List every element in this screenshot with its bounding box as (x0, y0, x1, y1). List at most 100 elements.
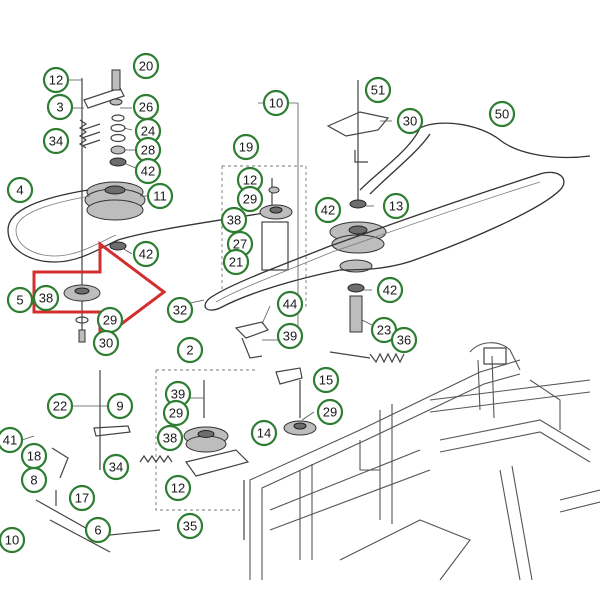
chassis-frame (249, 342, 600, 581)
svg-text:30: 30 (99, 336, 113, 351)
callout-12c: 12 (164, 474, 192, 502)
callout-44: 44 (276, 290, 304, 318)
left-belt (7, 189, 271, 263)
svg-text:42: 42 (139, 247, 153, 262)
svg-text:12: 12 (49, 73, 63, 88)
callout-8: 8 (20, 466, 48, 494)
svg-text:13: 13 (389, 199, 403, 214)
svg-text:21: 21 (229, 255, 243, 270)
callout-11: 11 (146, 182, 174, 210)
callout-26: 26 (132, 93, 160, 121)
svg-text:14: 14 (257, 426, 271, 441)
callout-39a: 39 (276, 322, 304, 350)
svg-text:6: 6 (94, 523, 101, 538)
center-pulley-assembly (326, 80, 390, 333)
svg-text:42: 42 (141, 164, 155, 179)
svg-text:20: 20 (139, 59, 153, 74)
svg-text:15: 15 (319, 373, 333, 388)
callout-3: 3 (46, 93, 74, 121)
callout-29d: 29 (316, 398, 344, 426)
svg-text:3: 3 (56, 100, 63, 115)
svg-text:38: 38 (163, 431, 177, 446)
svg-text:12: 12 (243, 173, 257, 188)
callout-42c: 42 (314, 196, 342, 224)
callout-29a: 29 (96, 306, 124, 334)
callout-41: 41 (0, 426, 24, 454)
svg-text:5: 5 (16, 293, 23, 308)
svg-text:24: 24 (141, 124, 155, 139)
callout-42d: 42 (376, 276, 404, 304)
svg-text:51: 51 (371, 83, 385, 98)
callout-39b: 39 (164, 380, 192, 408)
svg-text:39: 39 (171, 387, 185, 402)
red-arrow-indicator (32, 241, 167, 343)
svg-text:30: 30 (403, 114, 417, 129)
callout-19: 19 (232, 133, 260, 161)
svg-text:34: 34 (49, 134, 63, 149)
callout-42b: 42 (132, 240, 160, 268)
callout-12b: 12 (236, 166, 264, 194)
svg-text:17: 17 (75, 491, 89, 506)
callout-51: 51 (364, 76, 392, 104)
callout-22: 22 (46, 392, 74, 420)
spring-icon (78, 119, 88, 149)
callout-18: 18 (20, 442, 48, 470)
callout-6: 6 (84, 516, 112, 544)
callout-2: 2 (176, 336, 204, 364)
svg-text:32: 32 (173, 303, 187, 318)
svg-text:38: 38 (39, 291, 53, 306)
callout-38b: 38 (220, 206, 248, 234)
callout-21: 21 (222, 248, 250, 276)
svg-text:29: 29 (103, 313, 117, 328)
svg-text:34: 34 (109, 460, 123, 475)
callout-layer: 12 20 3 26 24 34 28 42 4 11 42 5 38 29 3… (0, 52, 516, 554)
svg-text:41: 41 (3, 433, 17, 448)
callout-5: 5 (6, 286, 34, 314)
svg-text:36: 36 (397, 333, 411, 348)
callout-36: 36 (390, 326, 418, 354)
callout-29c: 29 (162, 399, 190, 427)
svg-text:22: 22 (53, 399, 67, 414)
callout-14: 14 (250, 419, 278, 447)
svg-text:27: 27 (233, 237, 247, 252)
callout-35: 35 (176, 512, 204, 540)
callout-30a: 30 (92, 329, 120, 357)
svg-text:8: 8 (30, 473, 37, 488)
svg-text:23: 23 (377, 323, 391, 338)
callout-10b: 10 (0, 526, 26, 554)
svg-text:10: 10 (5, 533, 19, 548)
svg-text:19: 19 (239, 140, 253, 155)
callout-42a: 42 (134, 157, 162, 185)
svg-text:29: 29 (169, 406, 183, 421)
callout-17: 17 (68, 484, 96, 512)
svg-text:50: 50 (495, 107, 509, 122)
svg-text:18: 18 (27, 449, 41, 464)
svg-text:9: 9 (116, 399, 123, 414)
svg-text:11: 11 (153, 189, 167, 204)
svg-text:12: 12 (171, 481, 185, 496)
svg-text:2: 2 (186, 343, 193, 358)
callout-30b: 30 (396, 107, 424, 135)
svg-text:44: 44 (283, 297, 297, 312)
callout-32: 32 (166, 296, 194, 324)
callout-9: 9 (106, 392, 134, 420)
callout-38c: 38 (156, 424, 184, 452)
svg-text:39: 39 (283, 329, 297, 344)
svg-text:35: 35 (183, 519, 197, 534)
callout-15: 15 (312, 366, 340, 394)
callout-38a: 38 (32, 284, 60, 312)
callout-13: 13 (382, 192, 410, 220)
svg-text:29: 29 (243, 192, 257, 207)
svg-text:28: 28 (141, 143, 155, 158)
svg-text:4: 4 (16, 183, 23, 198)
svg-text:42: 42 (383, 283, 397, 298)
callout-12a: 12 (42, 66, 70, 94)
svg-text:38: 38 (227, 213, 241, 228)
callout-34a: 34 (42, 127, 70, 155)
center-belt (204, 171, 565, 311)
callout-20: 20 (132, 52, 160, 80)
idler-bracket-group (221, 165, 307, 307)
svg-text:26: 26 (139, 100, 153, 115)
lower-idler-group (155, 369, 258, 540)
